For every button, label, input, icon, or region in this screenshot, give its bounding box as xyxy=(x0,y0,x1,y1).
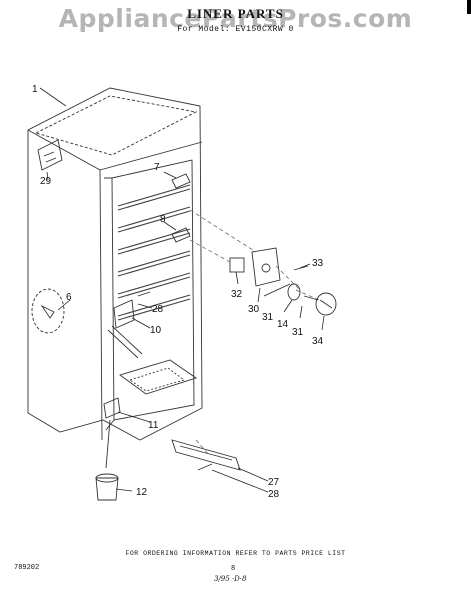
handwritten-note: 3/95 ·D·8 xyxy=(214,575,247,583)
liner-inner-back xyxy=(111,159,195,421)
callout-1: 1 xyxy=(32,84,38,95)
exploded-parts-diagram: 1 29 6 7 8 28 10 11 12 33 32 30 31 14 31… xyxy=(27,84,337,501)
explosion-lines xyxy=(189,209,325,457)
part-30-control-housing xyxy=(251,247,281,287)
leader-lines xyxy=(39,87,325,493)
shelf-rails xyxy=(117,184,191,321)
watermark: AppliancePartsPros.com xyxy=(58,4,413,33)
ordering-note: FOR ORDERING INFORMATION REFER TO PARTS … xyxy=(125,550,346,557)
corner-mark xyxy=(467,0,471,14)
part-10-bracket xyxy=(113,299,135,329)
callout-31-left: 31 xyxy=(262,312,274,323)
callout-6: 6 xyxy=(66,292,72,303)
callout-29: 29 xyxy=(40,176,52,187)
callout-14: 14 xyxy=(277,319,289,330)
drain-tube xyxy=(105,419,111,469)
liner-outline xyxy=(27,87,203,441)
callout-28-lower: 28 xyxy=(268,489,280,500)
part-11-fitting xyxy=(103,397,121,419)
part-27-rail xyxy=(171,439,241,471)
page-number: 8 xyxy=(231,565,236,573)
liner-top-face xyxy=(34,95,198,156)
callout-27: 27 xyxy=(268,477,280,488)
callout-34: 34 xyxy=(312,336,324,347)
callout-8: 8 xyxy=(160,214,166,225)
callout-31-right: 31 xyxy=(292,327,304,338)
callout-33: 33 xyxy=(312,258,324,269)
callout-10: 10 xyxy=(150,325,162,336)
part-34-knob xyxy=(315,292,337,316)
document-number: 789202 xyxy=(14,564,40,572)
callout-12: 12 xyxy=(136,487,148,498)
bottom-pan xyxy=(119,359,198,395)
vent-part-29 xyxy=(37,139,63,171)
liner-front-frame xyxy=(27,129,203,441)
callout-32: 32 xyxy=(231,289,243,300)
support-strut xyxy=(107,325,143,359)
callout-11: 11 xyxy=(148,420,159,431)
part-32-plate xyxy=(229,257,245,273)
callout-7: 7 xyxy=(154,162,160,173)
part-8-clip xyxy=(171,227,191,243)
part-14-knob-base xyxy=(287,283,301,301)
page-title: LINER PARTS xyxy=(187,6,284,21)
part-28-screw xyxy=(197,463,213,471)
callout-28-upper: 28 xyxy=(152,304,164,315)
part-6-detail xyxy=(31,288,65,334)
model-subtitle: For Model: EV150CXRW 0 xyxy=(177,25,294,34)
callouts: 1 29 6 7 8 28 10 11 12 33 32 30 31 14 31… xyxy=(32,84,324,500)
part-12-trap xyxy=(95,477,119,501)
callout-30: 30 xyxy=(248,304,260,315)
part-7-clip xyxy=(171,173,191,189)
